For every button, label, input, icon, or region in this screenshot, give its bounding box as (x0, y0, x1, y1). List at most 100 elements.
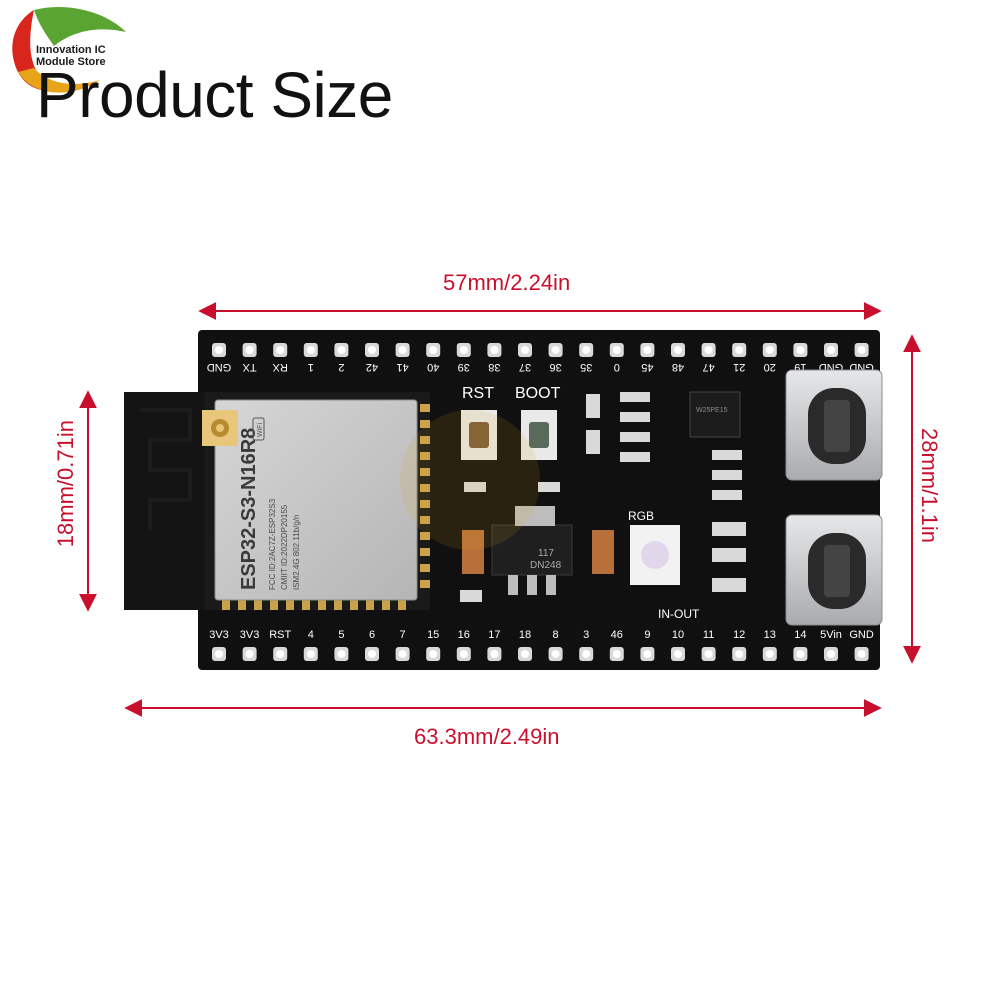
castellation-pad (254, 600, 262, 610)
castellation-pad (420, 532, 430, 540)
bottom-pin-hole (398, 650, 407, 658)
top-pin-hole (337, 346, 346, 354)
bottom-pin-hole (643, 650, 652, 658)
boot-label: BOOT (515, 385, 561, 402)
capacitor-right (592, 530, 614, 574)
module-line2: CMIIT ID:2022DP20155 (280, 504, 289, 590)
top-pin-label: 45 (641, 361, 653, 373)
top-pin-label: RX (272, 361, 288, 373)
bottom-pin-label: 3V3 (209, 629, 229, 641)
castellation-pad (222, 600, 230, 610)
brand-line1: Innovation IC (36, 44, 106, 56)
castellation-pad (420, 404, 430, 412)
top-pin-hole (827, 346, 835, 354)
top-pin-hole (398, 346, 407, 354)
top-pin-label: 21 (733, 361, 745, 373)
dimension-right-label: 28mm/1.1in (917, 428, 942, 543)
bottom-pin-label: 4 (308, 629, 314, 641)
chip-top: 117 (538, 548, 554, 559)
castellation-pad (420, 564, 430, 572)
bottom-pin-hole (276, 650, 285, 658)
castellation-pad (238, 600, 246, 610)
castellation-pad (420, 500, 430, 508)
bottom-pin-hole (857, 650, 866, 658)
bottom-pin-hole (582, 650, 591, 658)
top-pin-label: 42 (366, 361, 378, 373)
castellation-pad (420, 452, 430, 460)
top-pin-hole (735, 346, 744, 354)
top-pin-hole (551, 346, 560, 354)
castellation-pad (420, 468, 430, 476)
module-shield (214, 399, 418, 601)
bottom-pin-hole (215, 650, 223, 658)
top-pin-hole (215, 346, 223, 354)
castellation-pad (420, 548, 430, 556)
dimension-top-label: 57mm/2.24in (443, 270, 571, 295)
brand-logo (4, 2, 128, 102)
bottom-pin-hole (612, 650, 621, 658)
bottom-pin-hole (368, 650, 376, 658)
bottom-pin-hole (551, 650, 560, 658)
top-pin-label: GND (207, 361, 232, 373)
top-pin-hole (368, 346, 376, 354)
module-castellations (222, 404, 430, 610)
top-pin-label: 39 (458, 361, 470, 373)
dimension-bottom-label: 63.3mm/2.49in (414, 724, 560, 749)
top-pin-hole (306, 346, 315, 354)
bottom-pin-hole (827, 650, 835, 658)
castellation-pad (420, 516, 430, 524)
brand-name: Innovation IC Module Store (36, 44, 106, 68)
castellation-pad (366, 600, 374, 610)
top-pin-label: 2 (338, 361, 344, 373)
bottom-pin-hole (735, 650, 744, 658)
castellation-pad (318, 600, 326, 610)
top-pin-label: 48 (672, 361, 684, 373)
bottom-pin-label: 15 (427, 629, 439, 641)
castellation-pad (420, 484, 430, 492)
usb-c-port-bottom (785, 514, 883, 626)
usb-ic (689, 391, 741, 438)
top-pin-label: 35 (580, 361, 592, 373)
top-pin-hole (459, 346, 468, 354)
top-pin-hole (765, 346, 774, 354)
castellation-pad (302, 600, 310, 610)
top-pin-hole (490, 346, 499, 354)
rgb-label: RGB (628, 509, 654, 523)
bottom-pin-label: 13 (764, 629, 776, 641)
top-pin-label: 41 (396, 361, 408, 373)
top-pin-row (212, 343, 869, 357)
top-pin-label: 0 (614, 361, 620, 373)
top-pin-hole (612, 346, 621, 354)
voltage-regulator (491, 524, 573, 576)
top-pin-hole (276, 346, 285, 354)
top-pin-label: 36 (549, 361, 561, 373)
bottom-pin-hole (704, 650, 713, 658)
castellation-pad (420, 436, 430, 444)
top-pin-hole (857, 346, 866, 354)
castellation-pad (270, 600, 278, 610)
smd-components (460, 392, 746, 602)
bottom-pin-label: 14 (794, 629, 806, 641)
bottom-pin-hole (796, 650, 805, 658)
bottom-pin-hole (521, 650, 529, 658)
bottom-pin-label: 46 (611, 629, 623, 641)
top-pin-label: TX (242, 361, 257, 373)
bottom-pin-label: 3V3 (240, 629, 260, 641)
castellation-pad (398, 600, 406, 610)
bottom-pin-label: 18 (519, 629, 531, 641)
module-name: ESP32-S3-N16R8 (238, 428, 260, 590)
bottom-pin-hole (245, 650, 254, 658)
module-line1: FCC ID:2AC7Z-ESP32S3 (268, 498, 277, 590)
top-pin-label: 38 (488, 361, 500, 373)
page-title: Product Size (36, 59, 393, 131)
bottom-pin-label: 10 (672, 629, 684, 641)
inout-label: IN-OUT (658, 607, 700, 621)
rst-label: RST (462, 385, 494, 402)
top-pin-hole (245, 346, 254, 354)
top-pin-hole (796, 346, 805, 354)
bottom-pin-hole (674, 650, 682, 658)
top-pin-hole (521, 346, 529, 354)
top-pin-hole (674, 346, 682, 354)
top-pin-hole (582, 346, 591, 354)
